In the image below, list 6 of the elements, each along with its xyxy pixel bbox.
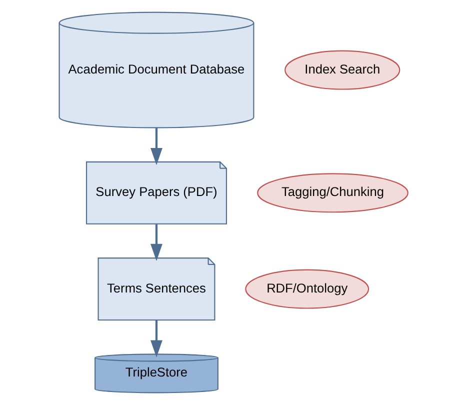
arrow: [150, 224, 162, 261]
arrow: [150, 128, 162, 166]
node-ellipse: Index Search: [284, 50, 400, 90]
node-ellipse: Tagging/Chunking: [256, 173, 408, 213]
arrow: [150, 320, 162, 358]
node-ellipse: RDF/Ontology: [244, 269, 369, 309]
